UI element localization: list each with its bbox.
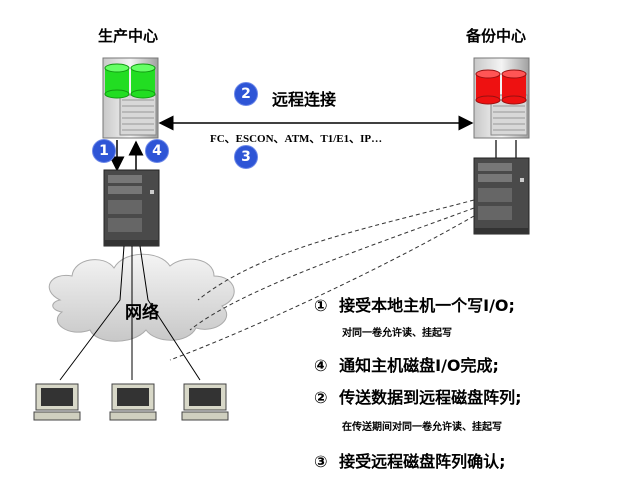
network-cloud [48, 253, 235, 342]
step-badge-2: 2 [234, 82, 258, 106]
remote-link-label: 远程连接 [272, 90, 337, 109]
step-badge-1: 1 [92, 139, 116, 163]
step-1-note: 对同一卷允许读、挂起写 [342, 328, 452, 339]
step-marker: ④ [314, 356, 328, 375]
client-computer [181, 383, 229, 421]
step-marker: ① [314, 296, 328, 315]
backup-center-title: 备份中心 [466, 27, 527, 45]
backup-network-links [169, 199, 475, 361]
client-computer [33, 383, 81, 421]
production-host-server [103, 169, 160, 247]
step-2-text: ② 传送数据到远程磁盘阵列; [314, 384, 522, 408]
client-links [59, 245, 201, 381]
step-description: 通知主机磁盘I/O完成; [339, 356, 499, 375]
step-2-note: 在传送期间对同一卷允许读、挂起写 [342, 422, 502, 433]
step-description: 接受远程磁盘阵列确认; [339, 452, 506, 471]
step-description: 接受本地主机一个写I/O; [339, 296, 515, 315]
step-1-text: ① 接受本地主机一个写I/O; [314, 292, 515, 316]
protocol-list: FC、ESCON、ATM、T1/E1、IP… [210, 133, 383, 145]
backup-host-server [473, 157, 530, 235]
backup-storage-array [473, 57, 530, 139]
step-description: 传送数据到远程磁盘阵列; [339, 388, 522, 407]
step-marker: ③ [314, 452, 328, 471]
client-computer [109, 383, 157, 421]
step-4-text: ④ 通知主机磁盘I/O完成; [314, 352, 499, 376]
network-label: 网络 [125, 303, 159, 323]
step-marker: ② [314, 388, 328, 407]
step-3-text: ③ 接受远程磁盘阵列确认; [314, 448, 506, 472]
production-center-title: 生产中心 [98, 27, 159, 45]
step-badge-3: 3 [234, 145, 258, 169]
step-badge-4: 4 [145, 139, 169, 163]
production-storage-array [102, 57, 159, 139]
